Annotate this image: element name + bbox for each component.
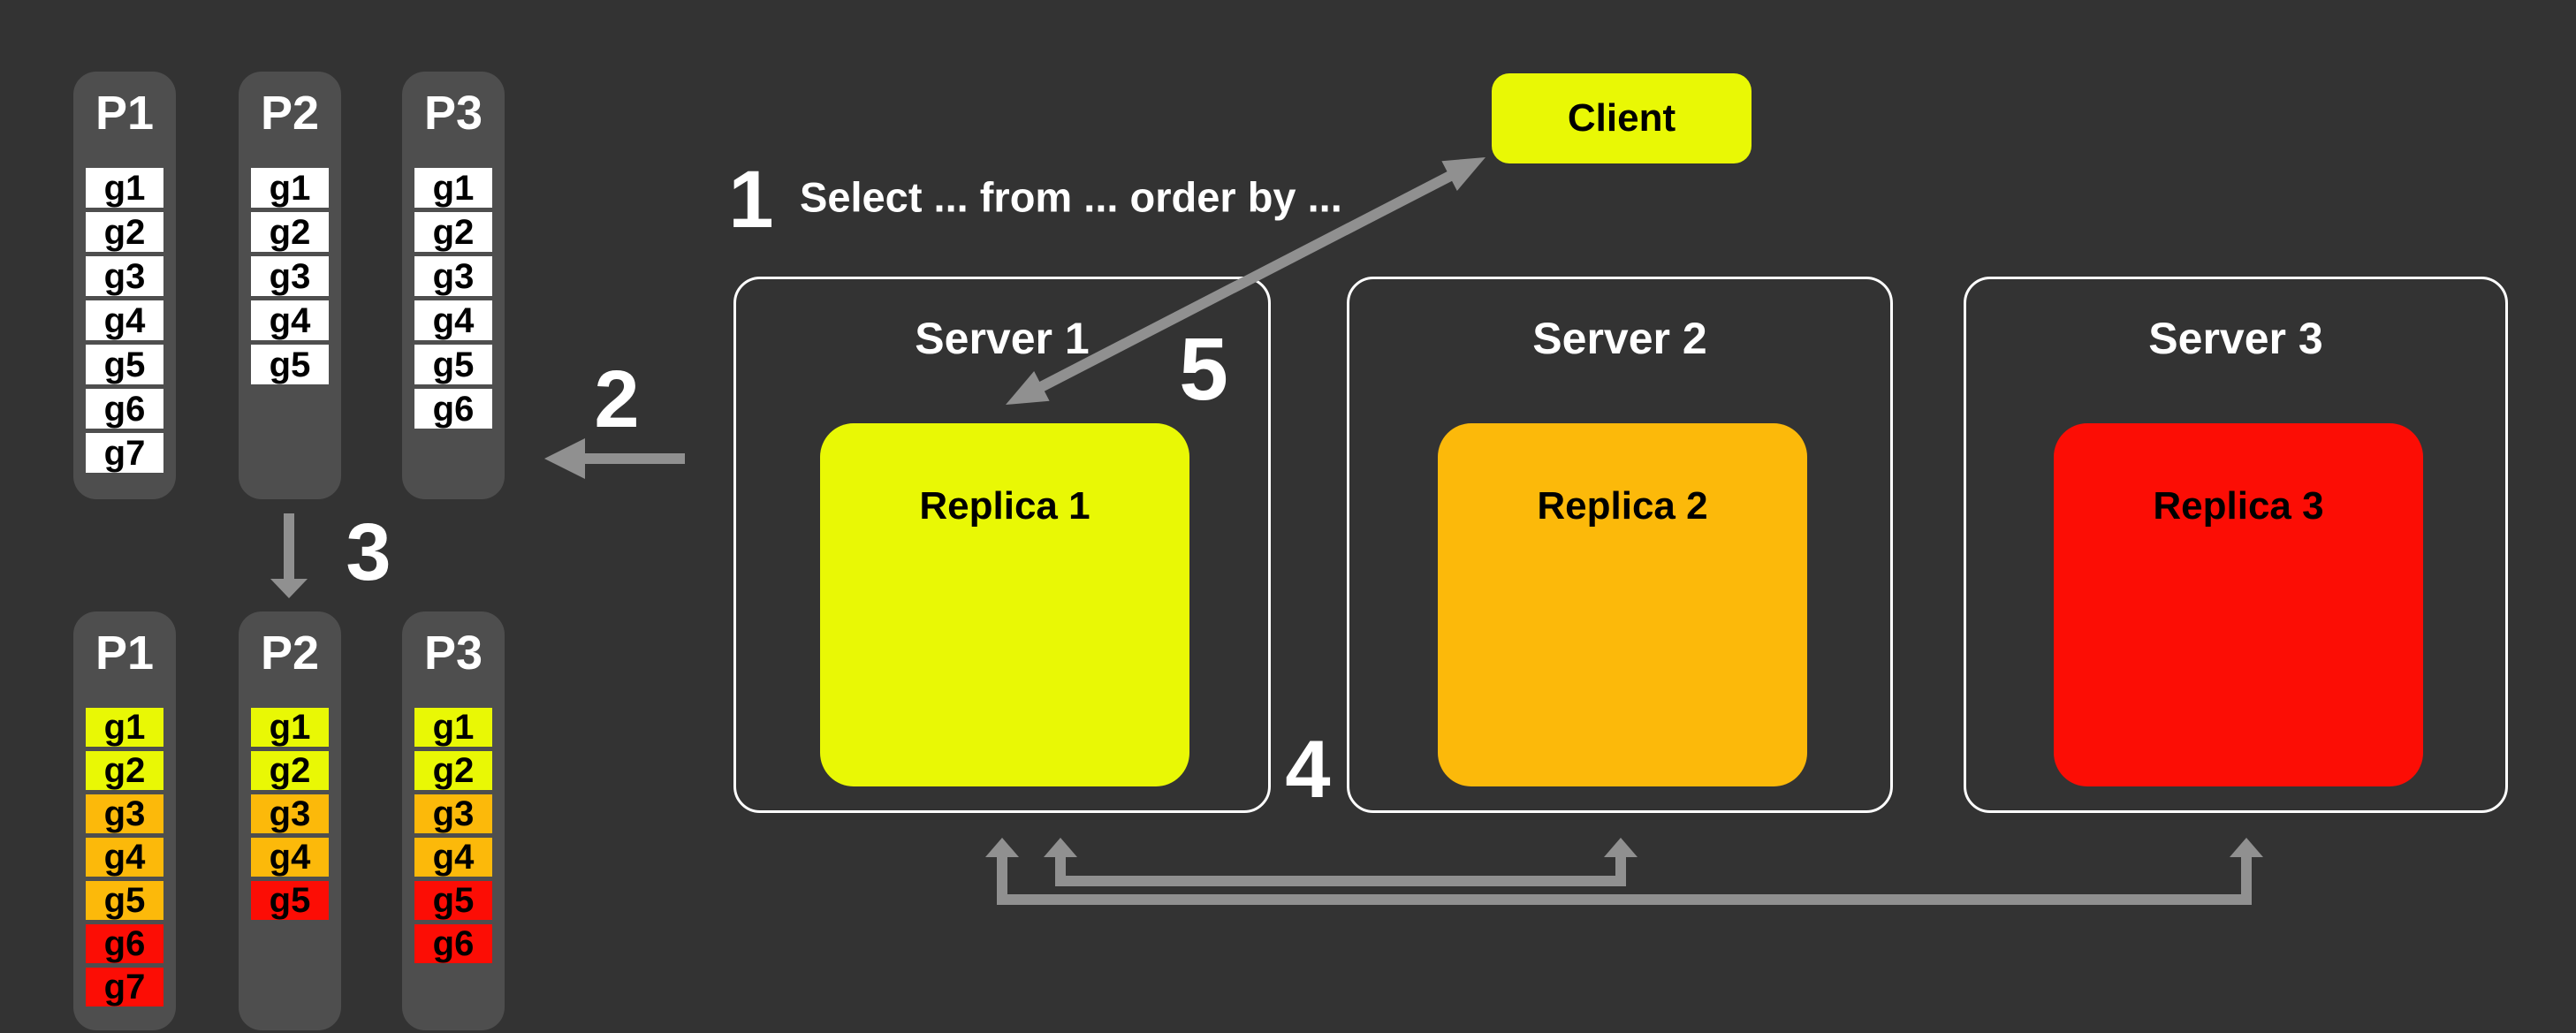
group-cell: g5 [86,881,163,920]
partition-column-plain-p1: P1 g1 g2 g3 g4 g5 g6 g7 [73,72,176,499]
group-cell: g5 [414,881,492,920]
group-cell: g3 [414,256,492,296]
partition-cells: g1 g2 g3 g4 g5 g6 [414,168,492,429]
group-cell: g3 [414,794,492,833]
group-cell: g4 [414,300,492,340]
group-cell: g1 [86,708,163,747]
group-cell: g7 [86,968,163,1006]
group-cell: g5 [251,881,329,920]
group-cell: g5 [414,345,492,384]
group-cell: g4 [86,300,163,340]
group-cell: g2 [414,212,492,252]
query-text: Select ... from ... order by ... [800,173,1342,221]
group-cell: g2 [86,212,163,252]
group-cell: g6 [414,389,492,429]
group-cell: g4 [414,838,492,877]
group-cell: g3 [251,256,329,296]
replica-title: Replica 2 [1537,484,1708,528]
group-cell: g7 [86,433,163,473]
step-4-number: 4 [1285,725,1331,815]
server-1-box: Server 1 Replica 1 [733,277,1271,813]
group-cell: g2 [251,212,329,252]
partition-column-colored-p1: P1 g1 g2 g3 g4 g5 g6 g7 [73,611,176,1030]
replica-title: Replica 1 [919,484,1090,528]
arrow-down-icon [270,513,308,598]
replica-title: Replica 3 [2153,484,2324,528]
step-2-number: 2 [594,354,640,444]
partition-title: P3 [423,627,483,680]
server-3-box: Server 3 Replica 3 [1964,277,2508,813]
group-cell: g6 [414,924,492,963]
group-cell: g3 [86,256,163,296]
partition-column-plain-p2: P2 g1 g2 g3 g4 g5 [239,72,341,499]
step-3-number: 3 [346,507,391,597]
server-title: Server 2 [1532,314,1707,363]
group-cell: g2 [414,751,492,790]
group-cell: g2 [251,751,329,790]
partition-title: P2 [260,87,320,140]
group-cell: g3 [86,794,163,833]
group-cell: g1 [86,168,163,208]
group-cell: g4 [251,300,329,340]
group-cell: g5 [251,345,329,384]
step-5-number: 5 [1179,320,1228,419]
group-cell: g1 [414,708,492,747]
partition-title: P2 [260,627,320,680]
partition-title: P1 [95,87,155,140]
server-2-box: Server 2 Replica 2 [1347,277,1893,813]
group-cell: g4 [86,838,163,877]
partition-column-colored-p3: P3 g1 g2 g3 g4 g5 g6 [402,611,505,1030]
replica-2-box: Replica 2 [1438,423,1807,786]
group-cell: g1 [414,168,492,208]
partition-column-colored-p2: P2 g1 g2 g3 g4 g5 [239,611,341,1030]
partition-cells: g1 g2 g3 g4 g5 g6 g7 [86,168,163,473]
partition-title: P1 [95,627,155,680]
replica-1-box: Replica 1 [820,423,1189,786]
replica-3-box: Replica 3 [2054,423,2423,786]
server-title: Server 3 [2148,314,2323,363]
group-cell: g6 [86,389,163,429]
merge-arrows-icon [985,838,2263,905]
partition-cells: g1 g2 g3 g4 g5 [251,708,329,920]
client-box: Client [1492,73,1752,163]
partition-cells: g1 g2 g3 g4 g5 g6 [414,708,492,963]
group-cell: g1 [251,168,329,208]
group-cell: g4 [251,838,329,877]
group-cell: g6 [86,924,163,963]
partition-column-plain-p3: P3 g1 g2 g3 g4 g5 g6 [402,72,505,499]
group-cell: g2 [86,751,163,790]
partition-cells: g1 g2 g3 g4 g5 g6 g7 [86,708,163,1006]
group-cell: g3 [251,794,329,833]
group-cell: g1 [251,708,329,747]
partition-title: P3 [423,87,483,140]
step-1-number: 1 [728,155,774,245]
group-cell: g5 [86,345,163,384]
partition-cells: g1 g2 g3 g4 g5 [251,168,329,384]
